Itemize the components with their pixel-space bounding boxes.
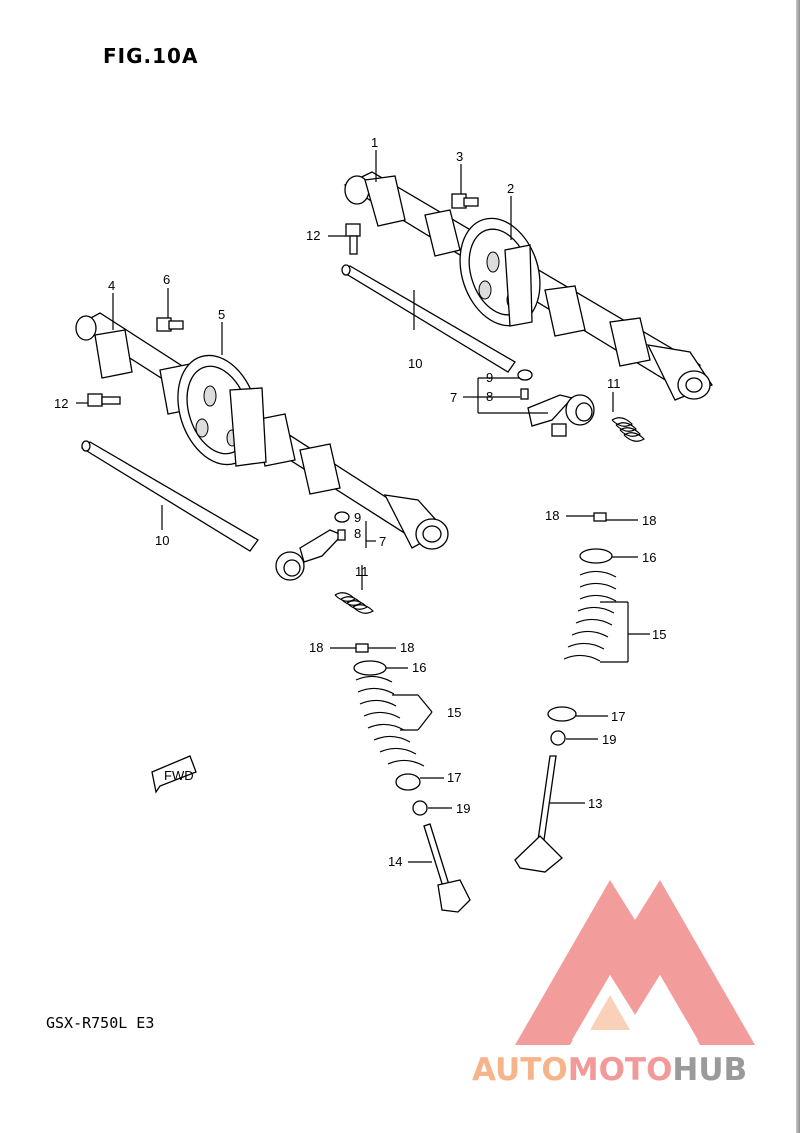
callout-18-right-b: 18 [642, 513, 656, 528]
cap-bolt-upper [345, 223, 361, 255]
fwd-label: FWD [164, 768, 194, 783]
callout-labels: 1 3 2 12 10 4 6 5 12 10 9 8 7 11 9 8 7 1… [54, 135, 666, 869]
callout-7-lower: 7 [379, 534, 386, 549]
callout-8-upper: 8 [486, 389, 493, 404]
callout-5: 5 [218, 307, 225, 322]
callout-9-upper: 9 [486, 370, 493, 385]
callout-16-left: 16 [412, 660, 426, 675]
valve-assembly-left [353, 643, 471, 913]
figure-title: FIG.10A [103, 44, 199, 68]
sprocket-bolt-lower [156, 317, 184, 332]
watermark-moto: MOTO [567, 1052, 673, 1088]
watermark-auto: AUTO [472, 1052, 568, 1088]
callout-9-lower: 9 [354, 510, 361, 525]
callout-19-right: 19 [602, 732, 616, 747]
cap-bolt-lower [87, 393, 121, 407]
rocker-arm-lower [275, 511, 350, 581]
valve-assembly-right [514, 512, 617, 873]
callout-17-right: 17 [611, 709, 625, 724]
callout-19-left: 19 [456, 801, 470, 816]
callout-14: 14 [388, 854, 402, 869]
callout-8-lower: 8 [354, 526, 361, 541]
callout-18-right-a: 18 [545, 508, 559, 523]
watermark-text: AUTOMOTOHUB [472, 1052, 747, 1088]
cam-sprocket-intake [177, 354, 267, 467]
callout-2: 2 [507, 181, 514, 196]
rocker-spring-lower [334, 592, 374, 614]
callout-12-lower: 12 [54, 396, 68, 411]
callout-3: 3 [456, 149, 463, 164]
callout-11-upper: 11 [607, 376, 621, 391]
forward-direction-arrow: FWD [151, 755, 197, 794]
callout-13: 13 [588, 796, 602, 811]
callout-4: 4 [108, 278, 115, 293]
callout-10-lower: 10 [155, 533, 169, 548]
rocker-spring-upper [611, 417, 645, 442]
cam-sprocket-exhaust [459, 217, 541, 327]
leader-lines [76, 150, 650, 863]
automotohub-logo [515, 880, 755, 1045]
callout-6: 6 [163, 272, 170, 287]
watermark-hub: HUB [672, 1052, 748, 1088]
callout-7-upper: 7 [450, 390, 457, 405]
sprocket-bolt-upper [451, 193, 479, 209]
callout-18-left-b: 18 [400, 640, 414, 655]
callout-16-right: 16 [642, 550, 656, 565]
model-code: GSX-R750L E3 [46, 1014, 155, 1032]
callout-1: 1 [371, 135, 378, 150]
rocker-arm-upper [517, 369, 595, 437]
callout-11-lower: 11 [355, 564, 369, 579]
callout-17-left: 17 [447, 770, 461, 785]
callout-15-left: 15 [447, 705, 461, 720]
callout-15-right: 15 [652, 627, 666, 642]
callout-12-upper: 12 [306, 228, 320, 243]
rocker-shaft-lower [80, 440, 259, 552]
callout-10-upper: 10 [408, 356, 422, 371]
callout-18-left-a: 18 [309, 640, 323, 655]
rocker-shaft-upper [341, 264, 516, 373]
